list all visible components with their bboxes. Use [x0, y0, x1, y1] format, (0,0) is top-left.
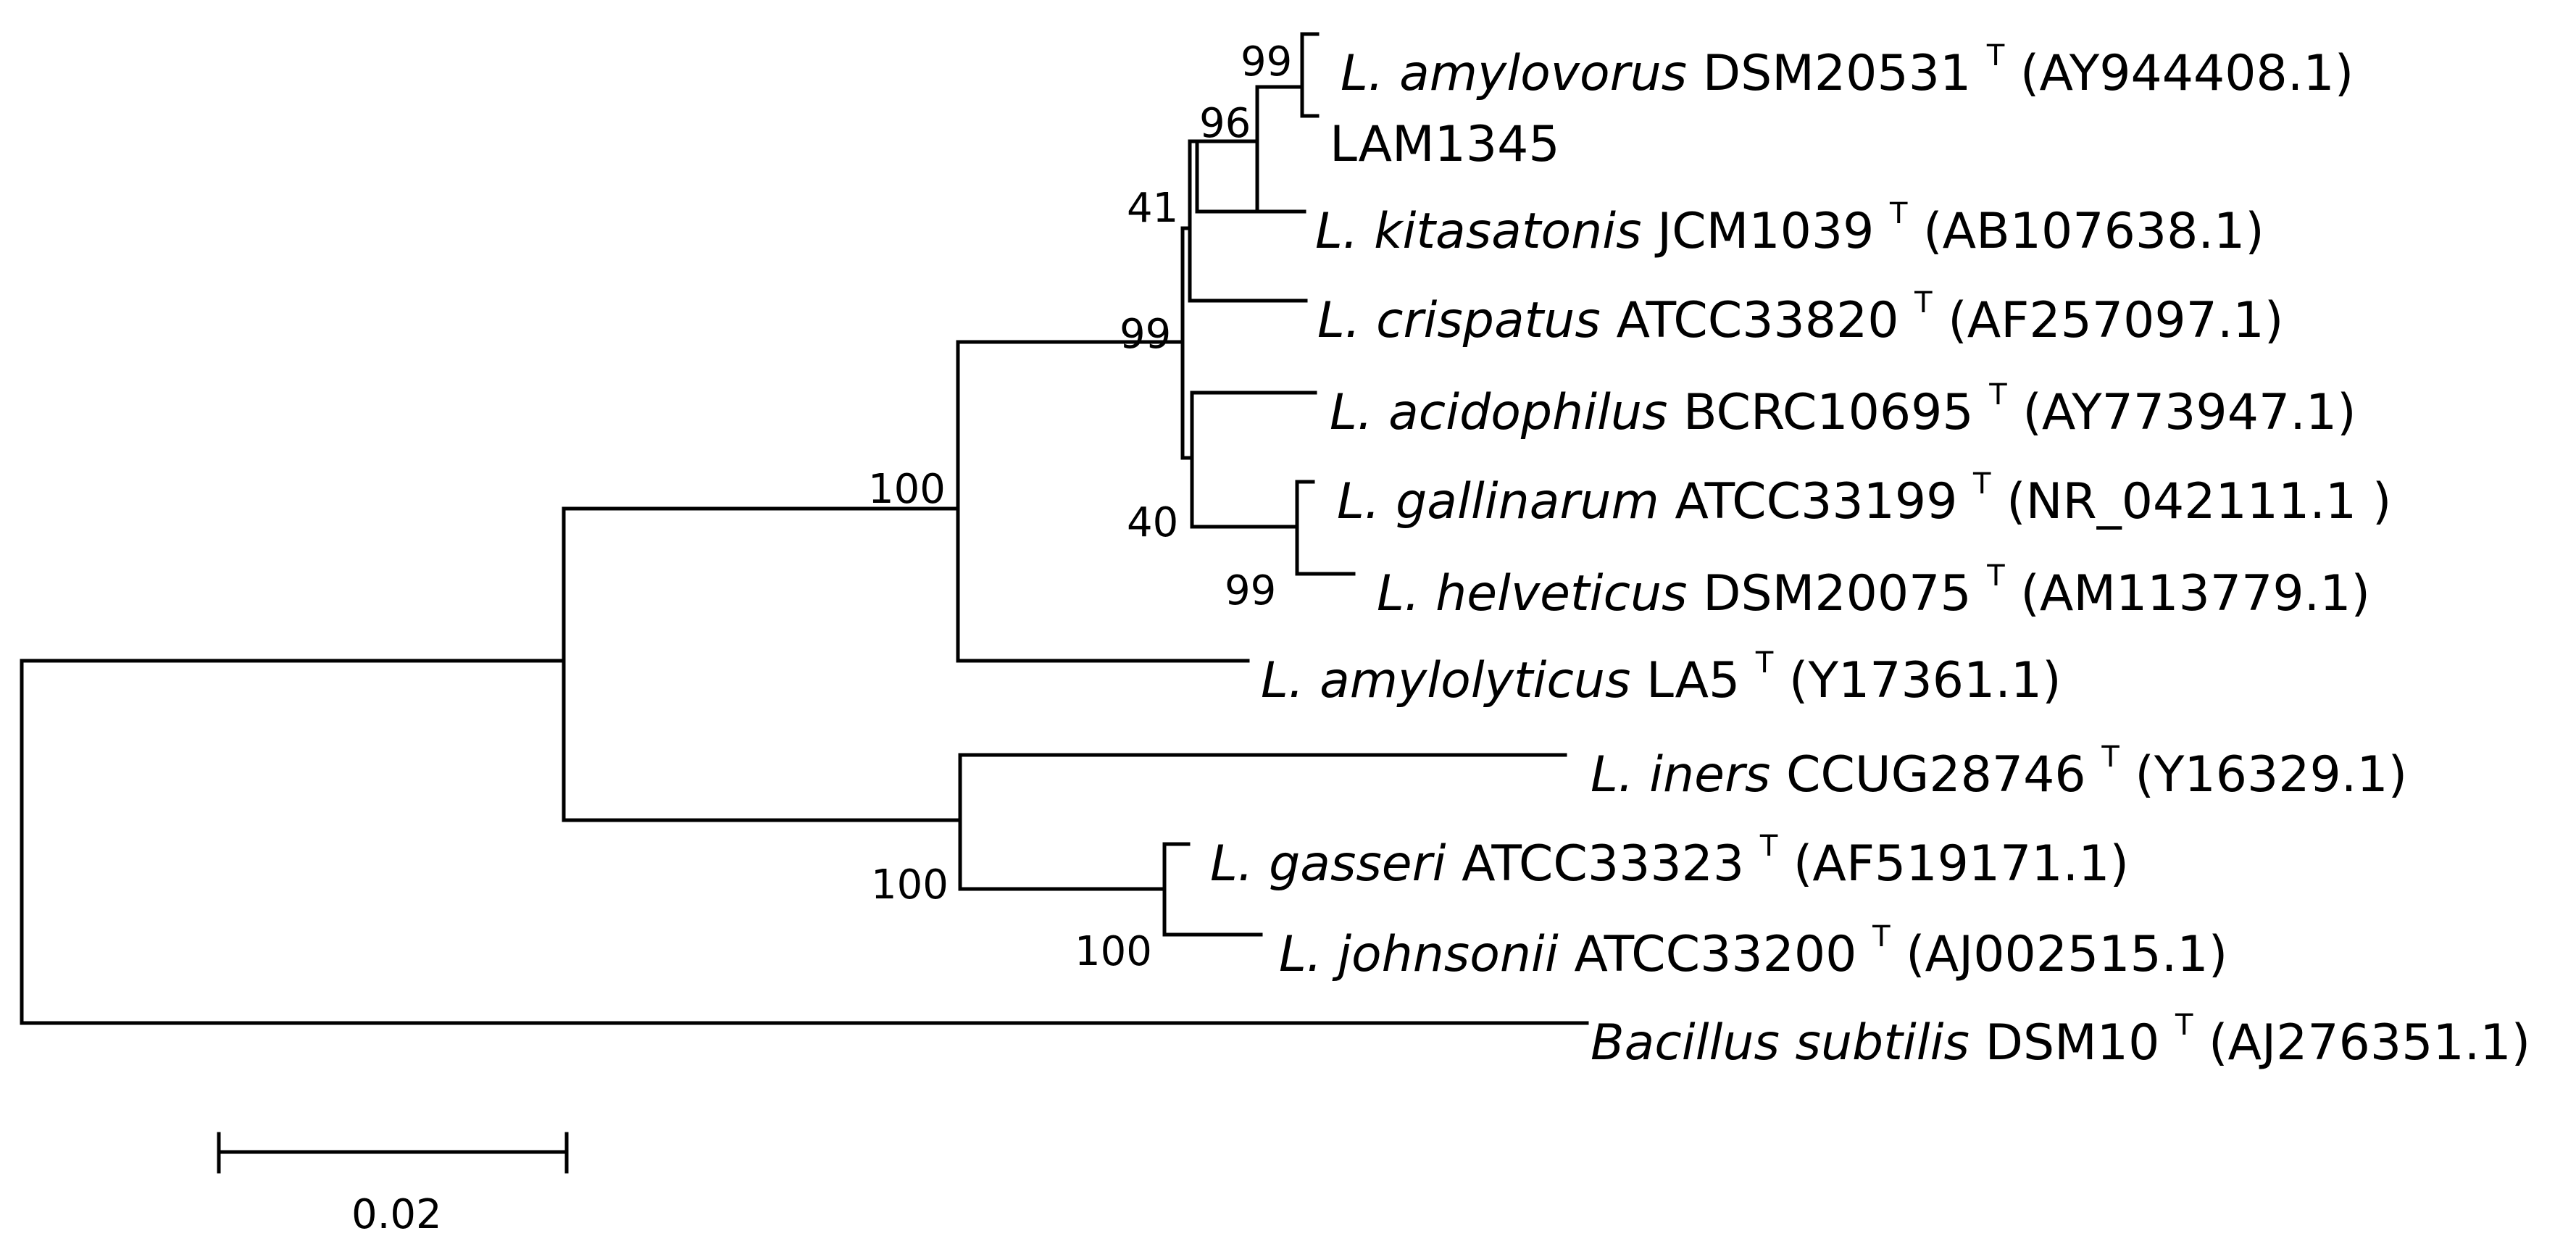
taxon-johnsonii: L. johnsonii ATCC33200 T (AJ002515.1): [1279, 901, 2227, 983]
taxon-amylovorus: L. amylovorus DSM20531 T (AY944408.1): [1341, 20, 2354, 102]
taxon-acidophilus: L. acidophilus BCRC10695 T (AY773947.1): [1330, 359, 2356, 441]
support-gallinarum-group: 40: [1127, 499, 1178, 546]
scale-bar-label: 0.02: [351, 1191, 442, 1238]
scale-bar: 0.02: [217, 1132, 569, 1238]
taxon-iners: L. iners CCUG28746 T (Y16329.1): [1591, 722, 2407, 803]
taxon-bacillus: Bacillus subtilis DSM10 T (AJ276351.1): [1591, 990, 2530, 1072]
support-iners-group: 100: [871, 861, 949, 909]
taxon-helveticus: L. helveticus DSM20075 T (AM113779.1): [1377, 540, 2370, 622]
support-with-kitasatonis: 96: [1199, 100, 1251, 147]
tree-branches: [20, 32, 1589, 1025]
taxon-gasseri: L. gasseri ATCC33323 T (AF519171.1): [1210, 811, 2129, 893]
taxon-lam1345: LAM1345: [1330, 116, 1560, 173]
taxon-amylolyticus: L. amylolyticus LA5 T (Y17361.1): [1261, 627, 2062, 709]
taxon-gallinarum: L. gallinarum ATCC33199 T (NR_042111.1 ): [1337, 448, 2391, 530]
support-acidophilus-group: 99: [1120, 311, 1171, 358]
support-amylovorus-lam1345: 99: [1241, 38, 1292, 85]
support-with-crispatus: 41: [1127, 185, 1178, 232]
support-gallinarum-helveticus: 99: [1225, 567, 1276, 614]
support-gasseri-johnsonii: 100: [1075, 928, 1152, 975]
taxon-labels: L. amylovorus DSM20531 T (AY944408.1) LA…: [1210, 20, 2530, 1072]
taxon-kitasatonis: L. kitasatonis JCM1039 T (AB107638.1): [1315, 178, 2264, 260]
taxon-crispatus: L. crispatus ATCC33820 T (AF257097.1): [1317, 267, 2283, 349]
support-values: 99 96 41 99 40 99 100 100 100: [868, 38, 1292, 975]
support-with-amylolyticus: 100: [868, 466, 946, 513]
